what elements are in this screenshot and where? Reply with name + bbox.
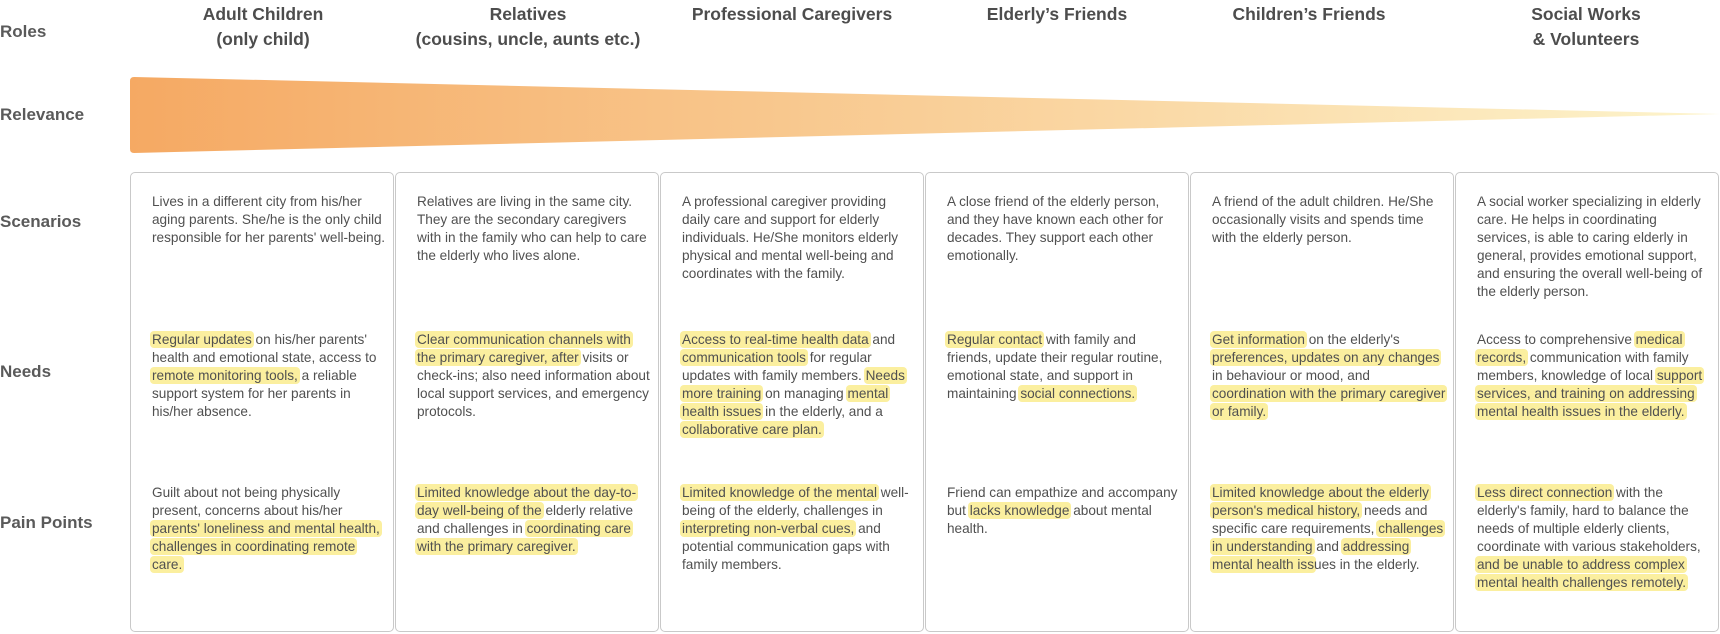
role-header: Professional Caregivers bbox=[691, 4, 893, 24]
pain-points-text: Limited knowledge of the mental well-bei… bbox=[680, 484, 916, 574]
highlighted-phrase: interpreting non-verbal cues, bbox=[680, 520, 857, 537]
highlighted-phrase: Get information bbox=[1210, 331, 1307, 348]
scenario-text: A professional caregiver providing daily… bbox=[682, 193, 916, 283]
text-segment: elderly relative and challenges in bbox=[417, 503, 634, 536]
role-card bbox=[1455, 172, 1719, 632]
row-label-scenarios: Scenarios bbox=[0, 212, 82, 231]
text-segment: needs and specific care requirements, bbox=[1212, 503, 1428, 536]
pain-points-text: Limited knowledge about the elderly pers… bbox=[1210, 484, 1446, 574]
text-segment: on his/her parents' health and emotional… bbox=[152, 332, 377, 365]
text-segment: well-being of the elderly, challenges in bbox=[682, 485, 909, 518]
row-label-needs: Needs bbox=[0, 362, 52, 381]
highlighted-phrase: and be unable to address complex mental … bbox=[1475, 556, 1689, 591]
pain-points-text: Friend can empathize and accompany but l… bbox=[947, 484, 1181, 538]
scenario-text: Lives in a different city from his/her a… bbox=[152, 193, 386, 247]
scenario-text: A close friend of the elderly person, an… bbox=[947, 193, 1181, 265]
pain-points-text: Limited knowledge about the day-to-day w… bbox=[415, 484, 651, 556]
text-segment: for regular updates with family members. bbox=[682, 350, 872, 383]
needs-text: Clear communication channels with the pr… bbox=[415, 331, 651, 421]
text-segment: A social worker specializing in elderly … bbox=[1477, 194, 1703, 299]
text-segment: Access to comprehensive bbox=[1477, 332, 1636, 347]
highlighted-phrase: Regular updates bbox=[150, 331, 254, 348]
needs-text: Get information on the elderly's prefere… bbox=[1210, 331, 1448, 421]
scenario-text: Relatives are living in the same city. T… bbox=[417, 193, 651, 265]
needs-text: Regular updates on his/her parents' heal… bbox=[150, 331, 386, 421]
role-card bbox=[925, 172, 1189, 632]
scenario-text: A social worker specializing in elderly … bbox=[1477, 193, 1711, 301]
needs-text: Access to real-time health data and comm… bbox=[680, 331, 916, 439]
highlighted-phrase: Regular contact bbox=[945, 331, 1045, 348]
highlighted-phrase: Limited knowledge of the mental bbox=[680, 484, 879, 501]
text-segment: and bbox=[868, 332, 896, 347]
role-header: Social Works & Volunteers bbox=[1531, 4, 1641, 49]
text-segment: Lives in a different city from his/her a… bbox=[152, 194, 386, 245]
role-card bbox=[130, 172, 394, 632]
text-segment: A close friend of the elderly person, an… bbox=[947, 194, 1164, 263]
highlighted-phrase: Access to real-time health data bbox=[680, 331, 871, 348]
pain-points-text: Less direct connection with the elderly'… bbox=[1475, 484, 1711, 592]
text-segment: and bbox=[1312, 539, 1343, 554]
role-header: Adult Children (only child) bbox=[202, 4, 324, 49]
highlighted-phrase: parents' loneliness and mental health, c… bbox=[150, 520, 382, 573]
text-segment: with the elderly's family, hard to balan… bbox=[1477, 485, 1701, 554]
relevance-wedge bbox=[130, 77, 1720, 153]
text-segment: with family and friends, update their re… bbox=[947, 332, 1163, 401]
row-label-pain-points: Pain Points bbox=[0, 513, 93, 532]
text-segment: in the elderly, and a bbox=[761, 404, 883, 419]
needs-text: Access to comprehensive medical records,… bbox=[1475, 331, 1711, 421]
highlighted-phrase: coordination with the primary caregiver … bbox=[1210, 385, 1448, 420]
role-header: Children’s Friends bbox=[1232, 4, 1386, 24]
highlighted-phrase: collaborative care plan. bbox=[680, 421, 824, 438]
needs-text: Regular contact with family and friends,… bbox=[945, 331, 1181, 403]
scenario-text: A friend of the adult children. He/She o… bbox=[1212, 193, 1446, 247]
text-segment: on the elderly's bbox=[1304, 332, 1400, 347]
text-segment: on managing bbox=[761, 386, 848, 401]
row-label-roles: Roles bbox=[0, 22, 47, 41]
role-header: Relatives (cousins, uncle, aunts etc.) bbox=[415, 4, 641, 49]
text-segment: about mental health. bbox=[947, 503, 1152, 536]
relevance-wedge-shape bbox=[130, 77, 1720, 153]
highlighted-phrase: social connections. bbox=[1018, 385, 1138, 402]
highlighted-phrase: Less direct connection bbox=[1475, 484, 1615, 501]
text-segment: A friend of the adult children. He/She o… bbox=[1212, 194, 1434, 245]
text-segment: A professional caregiver providing daily… bbox=[682, 194, 899, 281]
text-segment: a reliable support system for her parent… bbox=[152, 368, 357, 419]
text-segment: visits or check-ins; also need informati… bbox=[417, 350, 650, 419]
role-header: Elderly’s Friends bbox=[986, 4, 1128, 24]
text-segment: Friend can empathize and accompany but bbox=[947, 485, 1178, 518]
highlighted-phrase: remote monitoring tools, bbox=[150, 367, 300, 384]
highlighted-phrase: lacks knowledge bbox=[967, 502, 1072, 519]
pain-points-text: Guilt about not being physically present… bbox=[150, 484, 386, 574]
highlighted-phrase: preferences, updates on any changes bbox=[1210, 349, 1442, 366]
text-segment: and potential communication gaps with fa… bbox=[682, 521, 890, 572]
role-card bbox=[395, 172, 659, 632]
text-segment: Guilt about not being physically present… bbox=[152, 485, 343, 518]
text-segment: in behaviour or mood, and bbox=[1212, 368, 1370, 383]
text-segment: communication with family members, knowl… bbox=[1477, 350, 1689, 383]
text-segment: Relatives are living in the same city. T… bbox=[417, 194, 647, 263]
highlighted-phrase: communication tools bbox=[680, 349, 808, 366]
text-segment: ues in the elderly. bbox=[1314, 557, 1420, 572]
role-card bbox=[660, 172, 924, 632]
row-label-relevance: Relevance bbox=[0, 105, 85, 124]
